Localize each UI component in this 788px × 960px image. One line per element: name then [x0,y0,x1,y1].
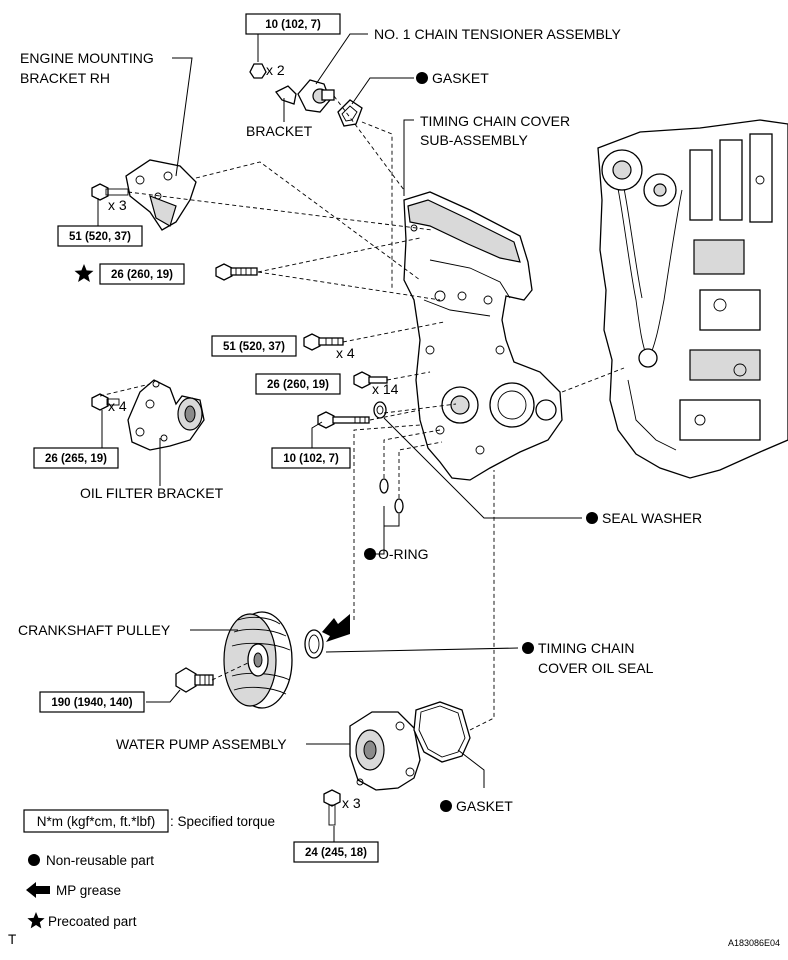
label-timing-cover-l1: TIMING CHAIN COVER [420,113,570,129]
gasket-bottom-part [413,701,471,763]
alignment-lines [99,95,625,731]
torque-mount: 51 (520, 37) [69,231,131,243]
water-pump-part [349,711,421,791]
top-nut [249,63,267,79]
label-chain-tensioner: NO. 1 CHAIN TENSIONER ASSEMBLY [374,26,622,42]
legend-star-icon [27,912,45,929]
torque-box-pump [293,841,379,863]
torque-pump: 24 (245, 18) [305,847,367,859]
label-water-pump: WATER PUMP ASSEMBLY [116,736,287,752]
label-o-ring: O-RING [378,546,429,562]
bolt-cover10 [317,411,370,429]
torque-oilfilter: 26 (265, 19) [45,453,107,465]
torque-box-mount [57,225,143,247]
o-ring-1 [379,478,389,494]
torque-box-star [99,263,185,285]
label-engine-mounting-l2: BRACKET RH [20,70,110,86]
legend-arrow-icon [26,882,50,898]
label-timing-cover-l2: SUB-ASSEMBLY [420,132,529,148]
label-gasket-bottom: GASKET [456,798,513,814]
chain-tensioner [297,79,335,113]
oil-filter-bracket-part [127,379,205,451]
torque-cover51: 51 (520, 37) [223,341,285,353]
label-oil-seal-l1: TIMING CHAIN [538,640,634,656]
precoated-star-icon [74,264,94,282]
qty-mount: x 3 [108,197,127,213]
torque-star: 26 (260, 19) [111,269,173,281]
torque-box-oilfilter [33,447,119,469]
legend-dot-icon [28,854,40,866]
non-reusable-dot-icon [416,72,428,84]
legend-mp-grease: MP grease [56,883,121,898]
gasket-top-part [337,99,363,127]
oil-seal-part [304,629,324,659]
engine-mounting-bracket [125,159,197,231]
legend-torque-box [23,809,169,833]
bolt-cover26 [353,371,388,389]
label-bracket: BRACKET [246,123,313,139]
qty-oilfilter: x 4 [108,398,127,414]
figure-code: A183086E04 [728,938,780,948]
bolt-oilfilter [91,393,120,411]
torque-box-cover26 [255,373,341,395]
legend-precoated: Precoated part [48,914,137,929]
leader-lines [97,33,582,842]
torque-box-cover51 [211,335,297,357]
engine-block [597,119,788,479]
footer-left-mark: T [8,932,16,947]
crankshaft-pulley-part [223,611,293,709]
non-reusable-dot-icon [440,800,452,812]
legend-torque-unit: N*m (kgf*cm, ft.*lbf) [37,814,156,829]
o-ring-2 [394,498,404,514]
torque-top: 10 (102, 7) [265,19,321,31]
legend-torque-desc: : Specified torque [170,814,275,829]
torque-pulley: 190 (1940, 140) [51,697,132,709]
torque-cover10: 10 (102, 7) [283,453,339,465]
bolt-pulley [175,667,214,693]
torque-box-cover10 [271,447,351,469]
legend-non-reusable: Non-reusable part [46,853,154,868]
torque-box-top [245,13,341,35]
label-oil-seal-l2: COVER OIL SEAL [538,660,654,676]
timing-chain-cover [403,191,563,481]
qty-cover51: x 4 [336,345,355,361]
torque-box-pulley [39,691,145,713]
seal-washer-part [373,401,387,419]
qty-pump: x 3 [342,795,361,811]
mp-grease-arrow [322,614,350,642]
legend: N*m (kgf*cm, ft.*lbf) : Specified torque… [23,809,275,929]
torque-cover26: 26 (260, 19) [267,379,329,391]
non-reusable-dot-icon [364,548,376,560]
non-reusable-dot-icon [522,642,534,654]
bolt-cover51 [303,333,344,351]
label-engine-mounting-l1: ENGINE MOUNTING [20,50,154,66]
bolt-pump [323,789,341,826]
label-gasket-top: GASKET [432,70,489,86]
label-oil-filter-bracket: OIL FILTER BRACKET [80,485,224,501]
label-seal-washer: SEAL WASHER [602,510,702,526]
label-crankshaft-pulley: CRANKSHAFT PULLEY [18,622,171,638]
non-reusable-dot-icon [586,512,598,524]
qty-cover26: x 14 [372,381,399,397]
qty-top: x 2 [266,62,285,78]
bolt-star [215,263,258,281]
bracket-part [275,85,297,105]
